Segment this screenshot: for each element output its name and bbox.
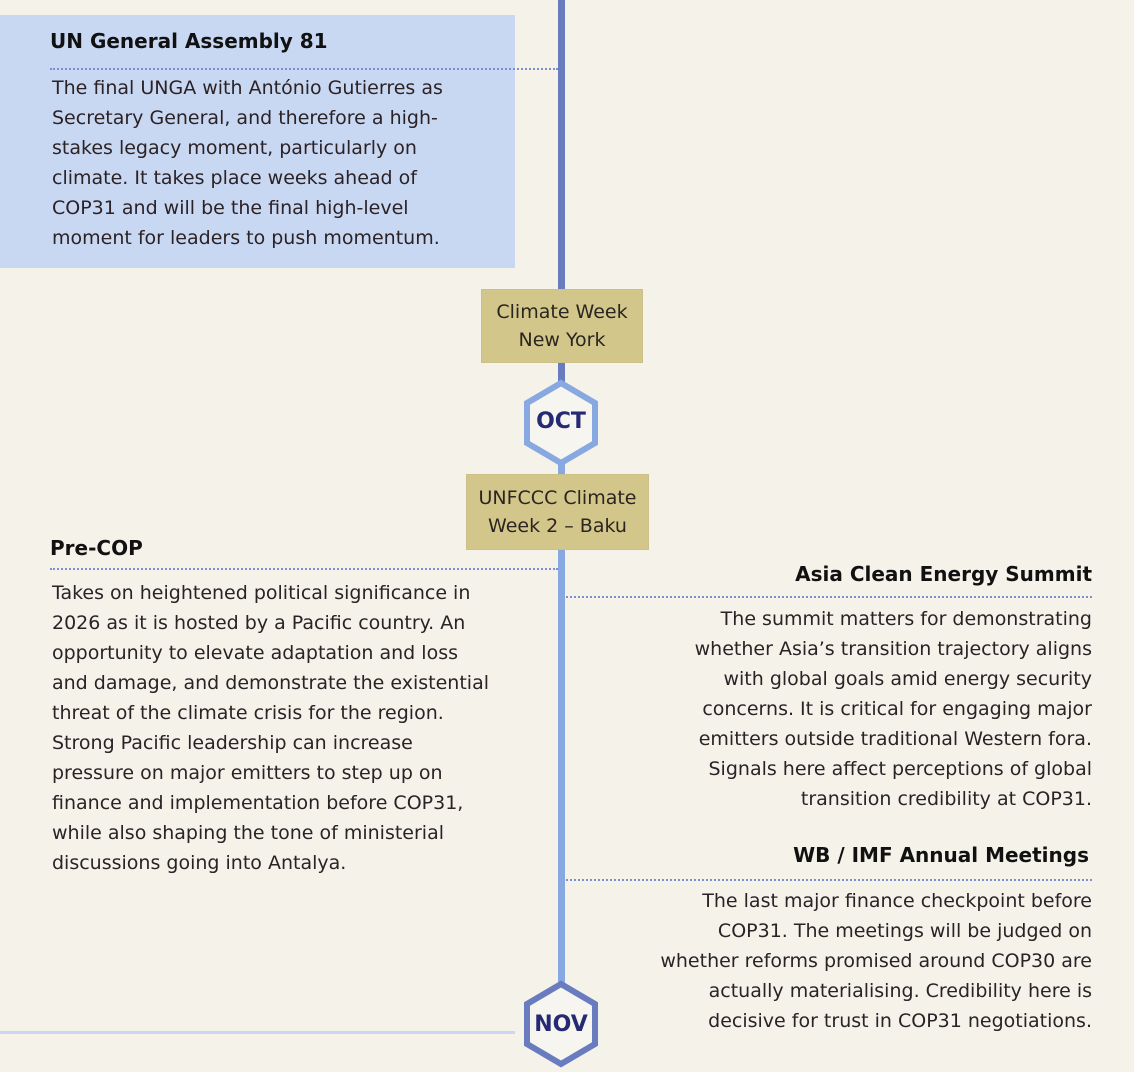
unga-card <box>0 15 515 268</box>
unga-connector <box>50 68 558 70</box>
month-marker-nov: NOV <box>523 980 599 1068</box>
wb-imf-description: The last major finance checkpoint before… <box>660 886 1092 1036</box>
month-marker-oct: OCT <box>523 379 599 467</box>
text-line: while also shaping the tone of ministeri… <box>52 822 444 844</box>
text-line: pressure on major emitters to step up on <box>52 762 443 784</box>
precop-description: Takes on heightened political significan… <box>52 578 489 878</box>
text-line: emitters outside traditional Western for… <box>698 728 1092 750</box>
text-line: 2026 as it is hosted by a Pacific countr… <box>52 612 466 634</box>
next-card-edge <box>0 1031 515 1034</box>
text-line: Signals here affect perceptions of globa… <box>708 758 1093 780</box>
text-line: The summit matters for demonstrating <box>720 608 1092 630</box>
text-line: COP31. The meetings will be judged on <box>717 920 1092 942</box>
tag-line: New York <box>518 329 606 351</box>
text-line: Takes on heightened political significan… <box>52 582 471 604</box>
text-line: whether Asia’s transition trajectory ali… <box>694 638 1092 660</box>
wb-imf-connector <box>566 879 1092 881</box>
text-line: opportunity to elevate adaptation and lo… <box>52 642 458 664</box>
text-line: threat of the climate crisis for the reg… <box>52 702 444 724</box>
asia-summit-connector <box>566 596 1092 598</box>
text-line: Secretary General, and therefore a high- <box>52 107 438 129</box>
asia-summit-description: The summit matters for demonstrating whe… <box>695 604 1092 814</box>
precop-connector <box>50 568 558 570</box>
text-line: The last major finance checkpoint before <box>702 890 1092 912</box>
hexagon-icon <box>524 379 598 467</box>
text-line: whether reforms promised around COP30 ar… <box>660 950 1092 972</box>
month-label: NOV <box>534 1012 588 1037</box>
text-line: climate. It takes place weeks ahead of <box>52 167 417 189</box>
wb-imf-title: WB / IMF Annual Meetings <box>793 843 1089 867</box>
text-line: stakes legacy moment, particularly on <box>52 137 417 159</box>
timeline-line-upper <box>558 0 565 385</box>
text-line: finance and implementation before COP31, <box>52 792 464 814</box>
tag-line: Week 2 – Baku <box>488 515 627 537</box>
text-line: COP31 and will be the final high-level <box>52 197 409 219</box>
text-line: moment for leaders to push momentum. <box>52 227 440 249</box>
asia-summit-title: Asia Clean Energy Summit <box>795 562 1092 586</box>
text-line: actually materialising. Credibility here… <box>708 980 1092 1002</box>
text-line: The final UNGA with António Gutierres as <box>52 77 443 99</box>
tag-line: UNFCCC Climate <box>478 487 637 509</box>
text-line: discussions going into Antalya. <box>52 852 347 874</box>
text-line: Strong Pacific leadership can increase <box>52 732 413 754</box>
unga-title: UN General Assembly 81 <box>50 29 328 53</box>
unga-description: The final UNGA with António Gutierres as… <box>52 73 443 253</box>
month-label: OCT <box>536 409 586 434</box>
text-line: transition credibility at COP31. <box>800 788 1092 810</box>
precop-title: Pre-COP <box>50 536 143 560</box>
tag-line: Climate Week <box>496 301 628 323</box>
timeline-line-lower <box>558 385 565 985</box>
text-line: decisive for trust in COP31 negotiations… <box>708 1010 1092 1032</box>
text-line: with global goals amid energy security <box>723 668 1092 690</box>
text-line: and damage, and demonstrate the existent… <box>52 672 489 694</box>
text-line: concerns. It is critical for engaging ma… <box>702 698 1092 720</box>
